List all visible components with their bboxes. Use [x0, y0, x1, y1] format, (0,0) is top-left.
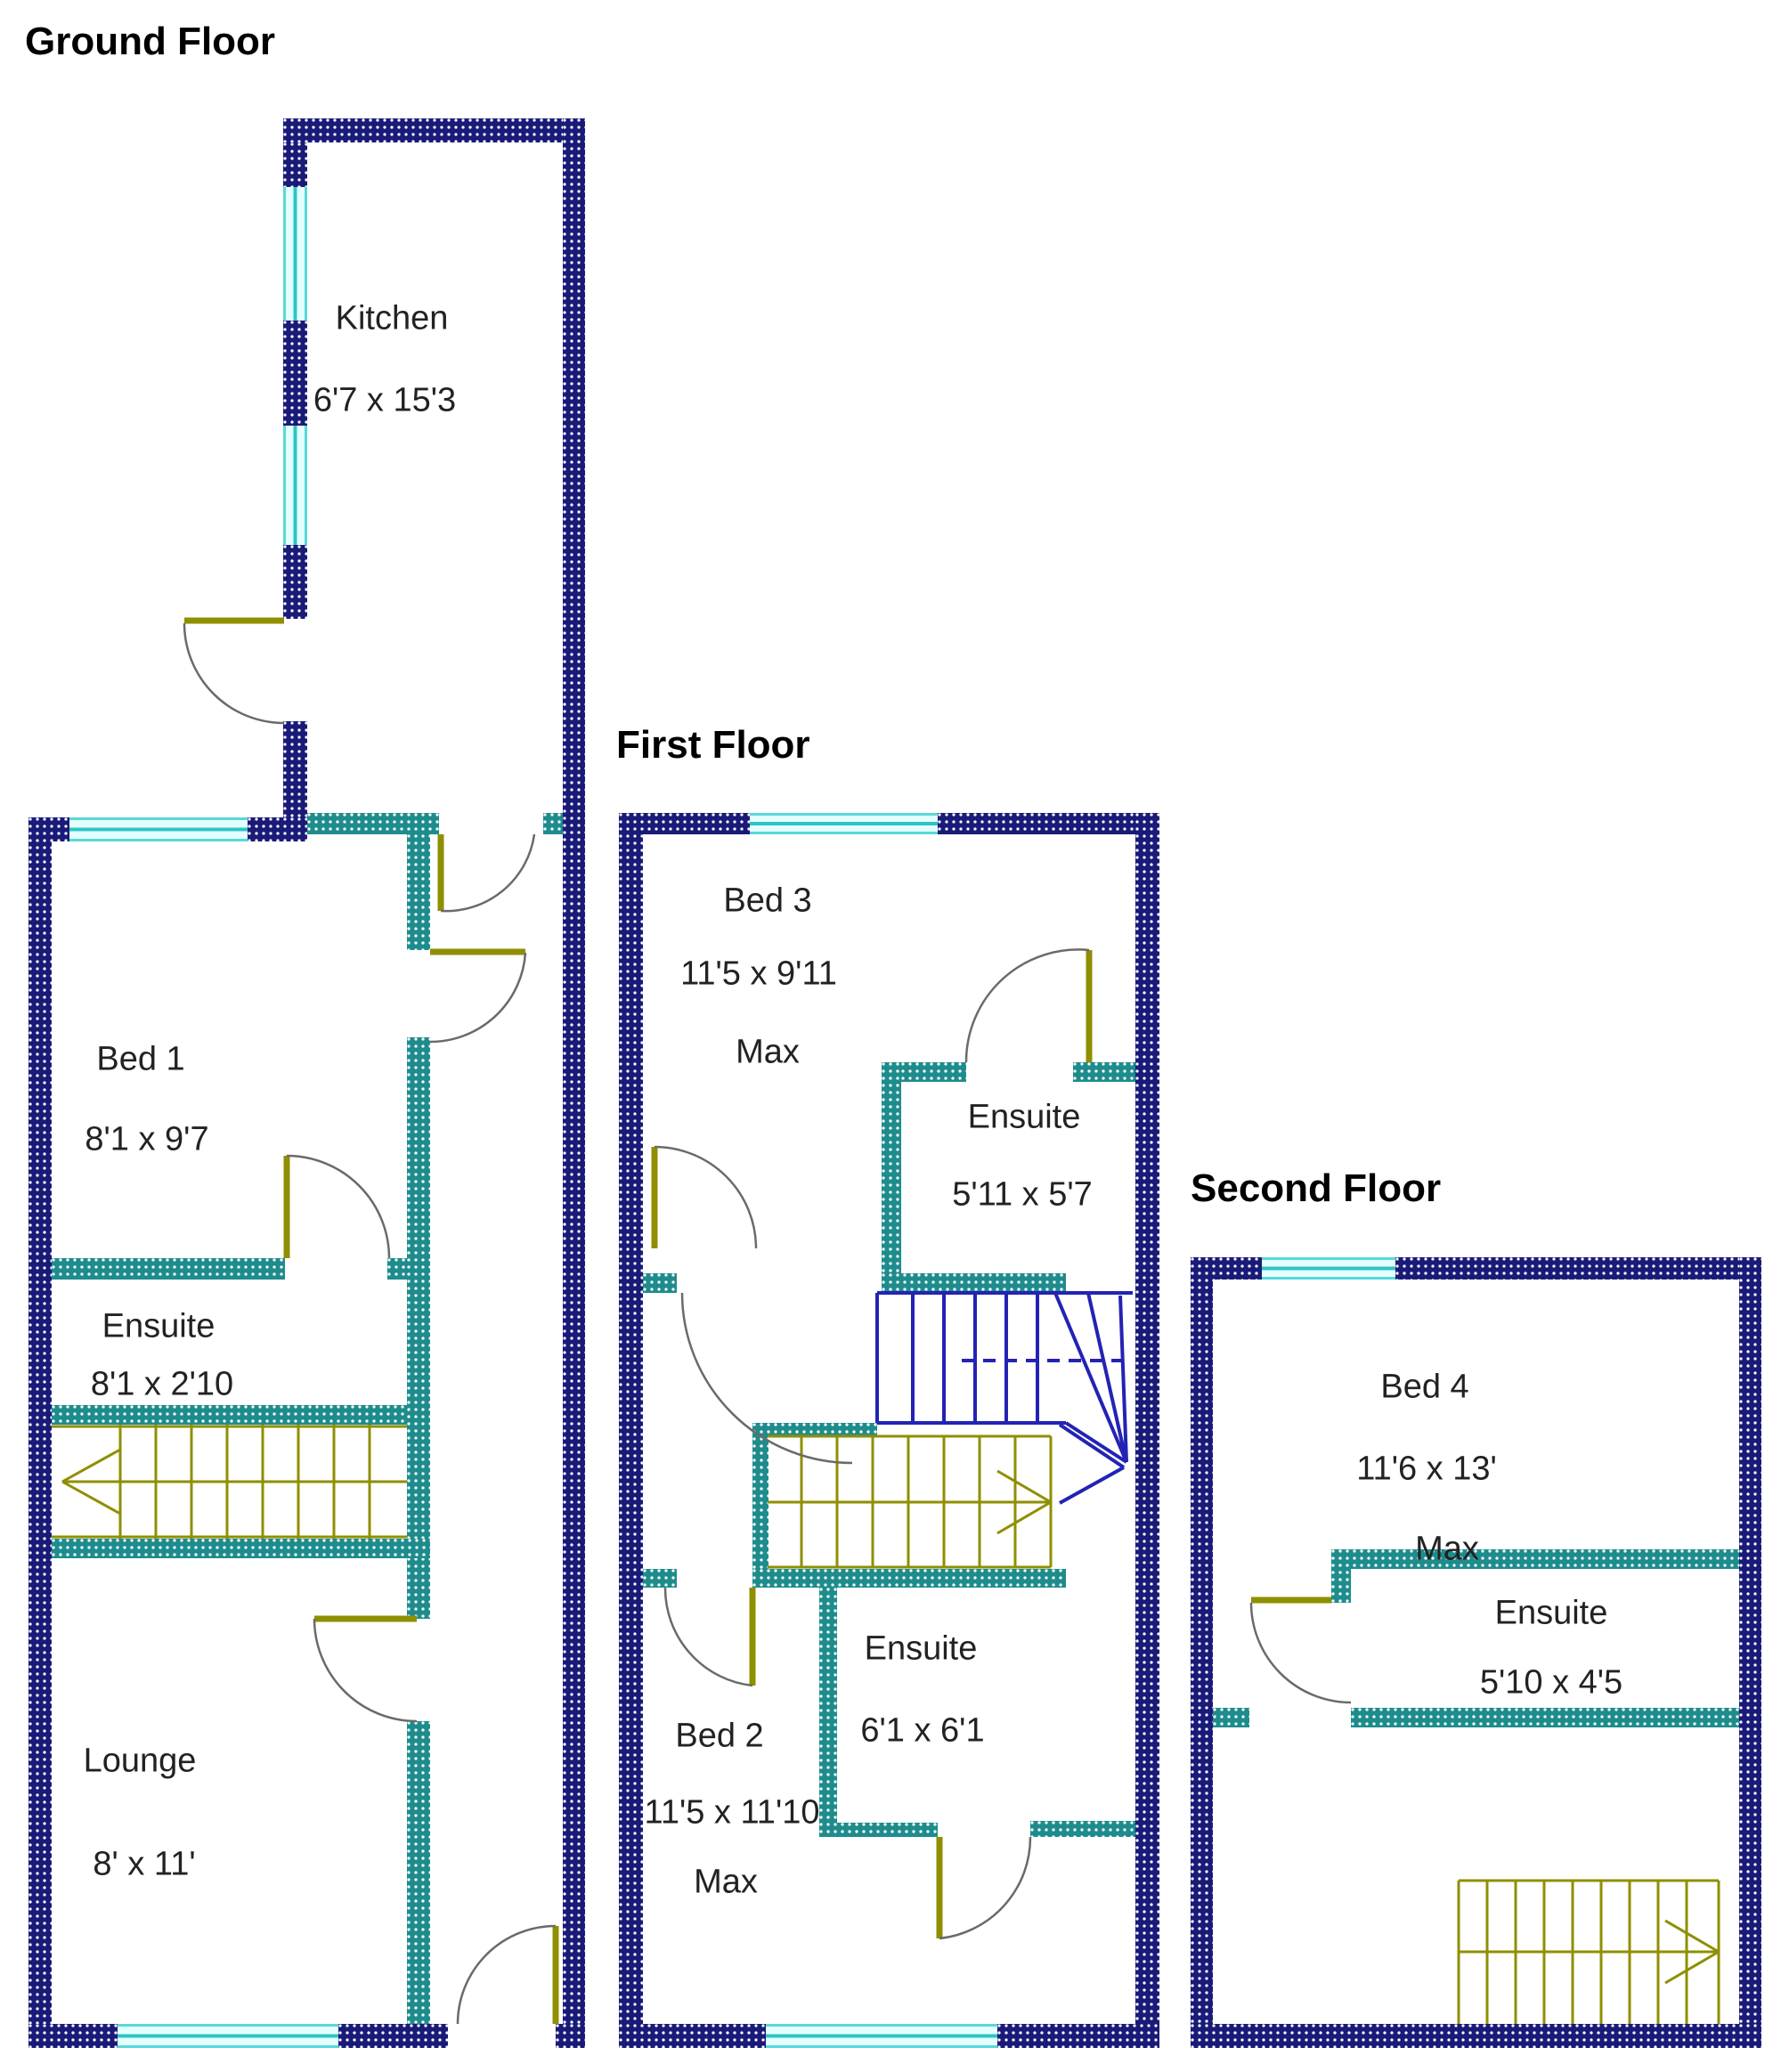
- door-arc: [286, 1154, 391, 1259]
- wall: [556, 2024, 585, 2048]
- room-dims: 8'1 x 9'7: [85, 1120, 209, 1158]
- wall: [1213, 1708, 1249, 1727]
- stair-direction-arrow: [996, 1469, 1052, 1504]
- window: [750, 813, 938, 834]
- wall: [882, 1062, 901, 1293]
- wall: [283, 545, 307, 619]
- wall: [752, 1569, 1066, 1588]
- window: [69, 817, 248, 841]
- door-arc: [429, 952, 527, 1044]
- wall: [1351, 1708, 1739, 1727]
- wall: [1135, 813, 1159, 2048]
- wall: [338, 2024, 448, 2048]
- wall: [938, 813, 1159, 834]
- door-arc: [964, 948, 1090, 1063]
- wall: [619, 2024, 766, 2048]
- room-label: Bed 3: [723, 882, 812, 920]
- floor-title-first: First Floor: [616, 723, 810, 767]
- wall: [997, 2024, 1159, 2048]
- wall: [248, 817, 307, 841]
- wall: [52, 1258, 285, 1280]
- room-dims: 6'7 x 15'3: [313, 381, 457, 419]
- wall: [407, 834, 430, 950]
- door-arc: [654, 1145, 758, 1249]
- wall: [407, 1037, 430, 1619]
- stair-direction-arrow: [61, 1448, 121, 1483]
- stair-direction-arrow: [1664, 1919, 1720, 1954]
- room-dims: 5'11 x 5'7: [952, 1175, 1093, 1214]
- wall: [283, 321, 307, 426]
- wall: [1191, 2024, 1761, 2048]
- room-note: Max: [694, 1863, 758, 1901]
- wall: [1331, 1549, 1739, 1569]
- room-label: Bed 1: [96, 1040, 185, 1078]
- first-floor-upper-staircase: [875, 1291, 1133, 1505]
- room-dims: 8' x 11': [93, 1845, 196, 1883]
- second-floor-staircase: [1457, 1879, 1720, 2024]
- ground-floor-staircase: [52, 1425, 407, 1539]
- wall: [1191, 1257, 1213, 2048]
- wall: [1331, 1549, 1351, 1603]
- door-arc: [440, 833, 536, 913]
- first-floor-lower-staircase: [768, 1434, 1053, 1569]
- wall: [882, 1273, 1066, 1293]
- wall: [1739, 1257, 1761, 2048]
- room-label: Ensuite: [864, 1629, 978, 1668]
- wall: [283, 142, 307, 187]
- wall: [283, 118, 585, 142]
- wall: [1073, 1062, 1135, 1082]
- wall: [752, 1423, 769, 1569]
- room-dims: 6'1 x 6'1: [860, 1711, 985, 1750]
- wall: [901, 1062, 966, 1082]
- room-label: Ensuite: [967, 1098, 1081, 1136]
- door-arc: [1249, 1602, 1352, 1704]
- door-arc: [456, 1924, 557, 2025]
- door-arc: [663, 1587, 753, 1687]
- floor-title-second: Second Floor: [1191, 1166, 1442, 1210]
- room-dims: 11'5 x 11'10: [644, 1793, 820, 1832]
- room-note: Max: [736, 1033, 800, 1071]
- wall: [52, 1405, 407, 1425]
- wall: [407, 1721, 430, 2024]
- wall: [643, 1273, 677, 1293]
- window: [283, 426, 307, 545]
- wall: [28, 817, 52, 2048]
- wall: [1030, 1821, 1135, 1837]
- wall: [819, 1588, 837, 1823]
- room-dims: 5'10 x 4'5: [1479, 1663, 1623, 1702]
- wall: [819, 1823, 938, 1837]
- door-arc: [939, 1836, 1032, 1940]
- room-note: Max: [1415, 1530, 1479, 1568]
- wall: [28, 2024, 118, 2048]
- wall: [543, 813, 563, 834]
- wall: [307, 813, 439, 834]
- room-label: Lounge: [83, 1742, 197, 1780]
- floor-title-ground: Ground Floor: [25, 20, 276, 63]
- room-label: Kitchen: [335, 299, 449, 337]
- door-arc: [313, 1618, 418, 1723]
- room-dims: 11'6 x 13': [1356, 1450, 1497, 1488]
- door-arc: [183, 622, 285, 725]
- wall: [52, 1539, 430, 1558]
- stair-direction-arrow: [1058, 1423, 1126, 1469]
- room-label: Bed 4: [1380, 1368, 1469, 1406]
- wall: [752, 1423, 877, 1437]
- wall: [619, 813, 643, 2048]
- room-label: Bed 2: [675, 1717, 764, 1755]
- room-label: Ensuite: [102, 1307, 216, 1345]
- room-dims: 11'5 x 9'11: [680, 955, 837, 993]
- wall: [563, 118, 585, 2048]
- wall: [283, 721, 307, 817]
- wall: [387, 1258, 407, 1280]
- window: [766, 2024, 997, 2048]
- wall: [1395, 1257, 1761, 1280]
- window: [283, 187, 307, 321]
- window: [1262, 1257, 1395, 1280]
- wall: [643, 1569, 677, 1588]
- window: [118, 2024, 338, 2048]
- room-dims: 8'1 x 2'10: [90, 1365, 234, 1403]
- room-label: Ensuite: [1494, 1594, 1608, 1632]
